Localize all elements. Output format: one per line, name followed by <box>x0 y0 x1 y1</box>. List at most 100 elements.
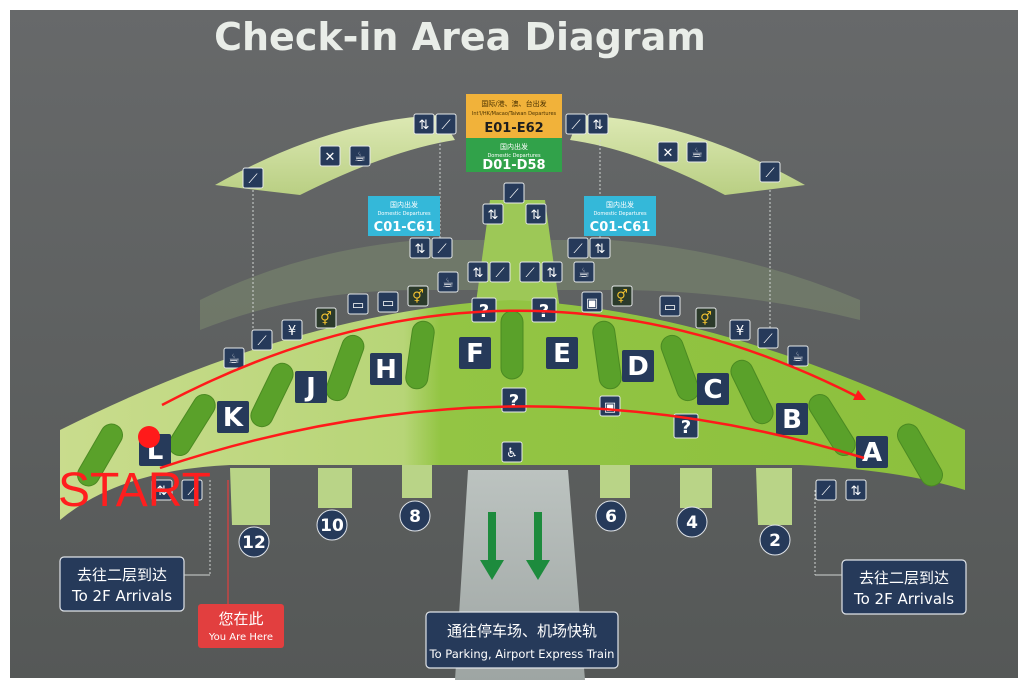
cafe-icon: ☕ <box>349 145 371 167</box>
tag-intl-cn: 国际/港、澳、台出发 <box>481 99 546 108</box>
counter-island <box>77 423 123 487</box>
parking-arrows <box>480 512 550 580</box>
currency-exchange-icon: ¥ <box>281 319 303 341</box>
counter-island <box>405 320 435 390</box>
info-icon: ? <box>673 413 699 439</box>
svg-text:✕: ✕ <box>325 150 336 165</box>
svg-text:⟋: ⟋ <box>763 332 773 347</box>
restaurant-icon: ✕ <box>657 141 679 163</box>
svg-text:✕: ✕ <box>663 146 674 161</box>
tag-domestic-left-code: C01-C61 <box>374 220 435 235</box>
route-line-lower <box>159 405 865 470</box>
arrivals-right-en: To 2F Arrivals <box>853 590 954 608</box>
svg-text:⇅: ⇅ <box>593 118 604 133</box>
tag-domestic-right-en: Domestic Departures <box>593 211 647 217</box>
svg-text:⇅: ⇅ <box>473 266 484 281</box>
svg-text:?: ? <box>681 417 691 438</box>
gate-number: 8 <box>409 507 421 527</box>
tag-domestic-left: 国内出发 Domestic Departures C01-C61 <box>368 196 440 236</box>
counter-c: C <box>697 373 729 405</box>
start-marker <box>138 426 160 448</box>
escalator-icon: ⟋ <box>242 167 264 189</box>
route-line-upper <box>161 309 861 407</box>
svg-text:⚥: ⚥ <box>616 289 628 305</box>
counter-island <box>500 310 524 380</box>
tag-domestic-left-cn: 国内出发 <box>390 200 418 209</box>
counter-h: H <box>370 353 402 385</box>
restroom-icon: ⚥ <box>407 285 429 307</box>
svg-text:▭: ▭ <box>664 300 676 315</box>
escalator-icon: ⟋ <box>565 113 587 135</box>
escalator-icon: ⟋ <box>757 327 779 349</box>
svg-text:☕: ☕ <box>792 350 804 365</box>
tag-domestic-left-en: Domestic Departures <box>377 211 431 217</box>
elevator-icon: ⇅ <box>589 237 611 259</box>
svg-text:¥: ¥ <box>288 324 296 339</box>
elevator-icon: ⇅ <box>587 113 609 135</box>
escalator-icon: ⟋ <box>815 479 837 501</box>
svg-text:⇅: ⇅ <box>157 484 168 499</box>
accessible-elevator-icon: ♿ <box>501 441 523 463</box>
escalator-icon: ⟋ <box>181 479 203 501</box>
escalator-icon: ⟋ <box>435 113 457 135</box>
svg-text:⚥: ⚥ <box>320 311 332 327</box>
svg-text:⇅: ⇅ <box>415 242 426 257</box>
arrivals-left-en: To 2F Arrivals <box>71 587 172 605</box>
gate-fingers <box>230 462 792 525</box>
svg-text:⟋: ⟋ <box>573 242 583 257</box>
escalator-icon: ⟋ <box>251 329 273 351</box>
gate-12: 12 <box>238 526 270 558</box>
counter-island <box>730 359 774 425</box>
baggage-icon: ▣ <box>599 395 621 417</box>
elevator-icon: ⇅ <box>482 203 504 225</box>
svg-text:⇅: ⇅ <box>851 484 862 499</box>
tag-domestic-center: 国内出发 Domestic Departures D01-D58 <box>466 138 562 173</box>
cafe-icon: ☕ <box>573 261 595 283</box>
elevator-icon: ⇅ <box>151 479 173 501</box>
parking-en: To Parking, Airport Express Train <box>429 647 615 661</box>
gate-4: 4 <box>676 506 708 538</box>
svg-text:?: ? <box>509 391 519 412</box>
elevator-icon: ⇅ <box>413 113 435 135</box>
counter-letter: K <box>223 403 244 433</box>
diagram-title: Check-in Area Diagram <box>214 15 706 59</box>
escalator-icon: ⟋ <box>759 161 781 183</box>
svg-text:▣: ▣ <box>586 296 598 311</box>
svg-text:⚥: ⚥ <box>412 289 424 305</box>
svg-text:⚥: ⚥ <box>700 311 712 327</box>
restaurant-icon: ✕ <box>319 145 341 167</box>
cafe-icon: ☕ <box>686 141 708 163</box>
gate-number: 4 <box>686 513 698 533</box>
counter-d: D <box>622 350 654 382</box>
counter-a: A <box>856 436 888 468</box>
svg-text:▣: ▣ <box>604 400 616 415</box>
svg-text:⇅: ⇅ <box>419 118 430 133</box>
restroom-icon: ⚥ <box>611 285 633 307</box>
elevator-icon: ⇅ <box>845 479 867 501</box>
svg-text:⟋: ⟋ <box>257 334 267 349</box>
elevator-icon: ⇅ <box>541 261 563 283</box>
sign-arrivals-left: 去往二层到达 To 2F Arrivals <box>59 556 185 612</box>
counter-e: E <box>546 337 578 369</box>
start-label: START <box>58 464 211 517</box>
counter-island <box>592 320 622 390</box>
counter-letter: H <box>375 355 397 385</box>
svg-text:⟋: ⟋ <box>765 166 775 181</box>
gate-number: 12 <box>242 533 266 553</box>
sign-arrivals-right: 去往二层到达 To 2F Arrivals <box>841 559 967 615</box>
svg-text:⟋: ⟋ <box>437 242 447 257</box>
svg-text:▭: ▭ <box>352 298 364 313</box>
counter-island <box>660 334 700 402</box>
cafe-icon: ☕ <box>437 271 459 293</box>
counter-k: K <box>217 401 249 433</box>
tag-domestic-center-cn: 国内出发 <box>500 142 528 151</box>
tag-domestic-center-code: D01-D58 <box>482 158 545 173</box>
arrivals-right-cn: 去往二层到达 <box>859 569 949 587</box>
elevator-icon: ⇅ <box>409 237 431 259</box>
counter-island <box>897 423 943 487</box>
escalator-icon: ⟋ <box>519 261 541 283</box>
